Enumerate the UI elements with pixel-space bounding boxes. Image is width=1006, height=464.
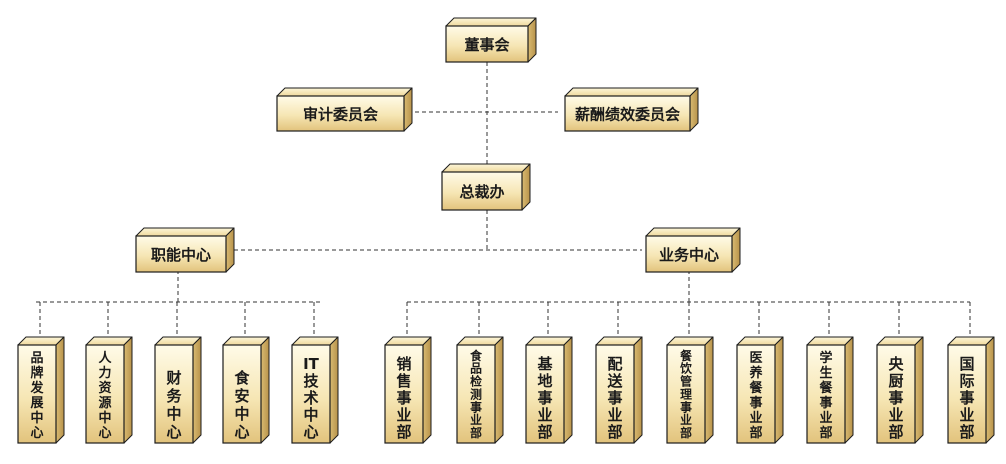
business-unit-9: 国际事业部 — [947, 336, 995, 444]
business-unit-5-label: 餐饮管理事业部 — [679, 349, 693, 440]
functional-unit-2-label: 人力资源中心 — [98, 350, 112, 441]
functional-unit-4: 食安中心 — [222, 336, 270, 444]
functional-unit-3: 财务中心 — [154, 336, 202, 444]
business-unit-4: 配送事业部 — [595, 336, 643, 444]
business-unit-4-label: 配送事业部 — [606, 355, 623, 441]
board-box-label: 董事会 — [464, 36, 509, 54]
functional-unit-1-label: 品牌发展中心 — [29, 351, 44, 441]
business-unit-3-label: 基地事业部 — [536, 355, 553, 441]
president-office-box: 总裁办 — [441, 163, 531, 211]
business-unit-3: 基地事业部 — [525, 336, 573, 444]
business-unit-1: 销售事业部 — [384, 336, 432, 444]
audit-committee-box: 审计委员会 — [276, 87, 413, 132]
functional-center-box-label: 职能中心 — [151, 246, 211, 264]
functional-unit-4-label: 食安中心 — [234, 369, 250, 441]
business-unit-1-label: 销售事业部 — [396, 355, 411, 441]
business-unit-8: 央厨事业部 — [876, 336, 924, 444]
business-unit-6: 医养餐事业部 — [736, 336, 784, 444]
business-unit-5: 餐饮管理事业部 — [666, 336, 714, 444]
functional-unit-1: 品牌发展中心 — [17, 336, 65, 444]
business-unit-2-label: 食品检测事业部 — [470, 349, 483, 440]
business-unit-9-label: 国际事业部 — [959, 355, 974, 441]
business-center-box: 业务中心 — [645, 227, 741, 273]
audit-committee-box-label: 审计委员会 — [303, 106, 378, 124]
business-unit-7-label: 学生餐事业部 — [818, 350, 833, 441]
functional-unit-2: 人力资源中心 — [85, 336, 133, 444]
functional-unit-3-label: 财务中心 — [166, 369, 182, 441]
compensation-committee-box-label: 薪酬绩效委员会 — [575, 106, 680, 124]
president-office-box-label: 总裁办 — [459, 183, 504, 201]
business-unit-8-label: 央厨事业部 — [888, 355, 904, 441]
board-box: 董事会 — [445, 17, 537, 63]
compensation-committee-box: 薪酬绩效委员会 — [564, 87, 699, 132]
business-unit-6-label: 医养餐事业部 — [748, 351, 763, 441]
business-center-box-label: 业务中心 — [659, 246, 719, 264]
functional-center-box: 职能中心 — [135, 227, 235, 273]
connector-lines — [36, 62, 971, 338]
business-unit-7: 学生餐事业部 — [806, 336, 854, 444]
business-unit-2: 食品检测事业部 — [456, 336, 504, 444]
